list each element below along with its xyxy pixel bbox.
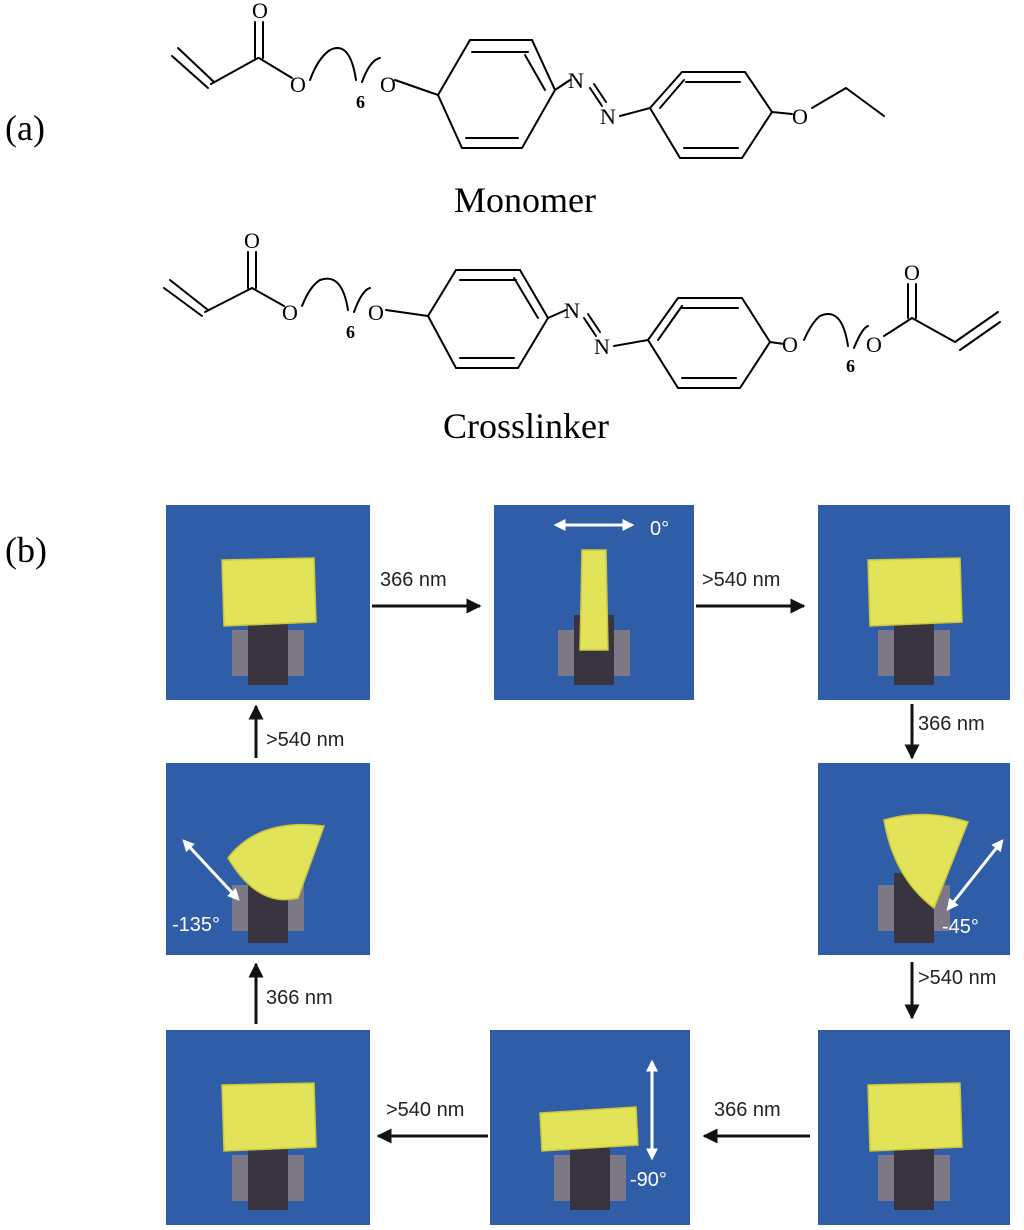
repeat-subscript: 6	[846, 356, 855, 376]
repeat-subscript: 6	[356, 92, 365, 112]
crosslinker-structure: O O 6 O N N O 6 O O	[163, 228, 1001, 389]
lce-film	[221, 1082, 317, 1152]
photo-p4: -45°	[818, 763, 1010, 955]
step-wavelength-label: 366 nm	[918, 713, 985, 735]
atom-label: O	[252, 0, 268, 23]
photo-p7	[166, 1030, 370, 1225]
lce-film	[867, 557, 963, 627]
step-s3: 366 nm	[904, 704, 985, 760]
monomer-name: Monomer	[454, 180, 596, 220]
panel-b-label: (b)	[5, 530, 47, 570]
atom-label: O	[290, 72, 306, 97]
atom-label: O	[368, 300, 384, 325]
step-wavelength-label: >540 nm	[702, 569, 780, 591]
sample-post	[894, 1140, 934, 1210]
sample-post	[570, 1140, 610, 1210]
photo-p1	[166, 505, 370, 700]
photo-grid: 0° -45° -90° -135°	[166, 505, 1010, 1225]
polarization-angle-label: 0°	[650, 518, 669, 540]
step-wavelength-label: >540 nm	[266, 729, 344, 751]
repeat-subscript: 6	[346, 322, 355, 342]
atom-label: N	[594, 334, 610, 359]
photo-p6: -90°	[490, 1030, 690, 1225]
step-wavelength-label: >540 nm	[386, 1099, 464, 1121]
lce-film	[883, 813, 969, 910]
photo-p3	[818, 505, 1010, 700]
sample-post	[894, 615, 934, 685]
polarization-angle-label: -45°	[942, 916, 979, 938]
atom-label: O	[792, 104, 808, 129]
crosslinker-name: Crosslinker	[443, 406, 609, 446]
photo-p5	[818, 1030, 1010, 1225]
step-wavelength-label: 366 nm	[380, 569, 447, 591]
atom-label: O	[904, 260, 920, 285]
atom-label: N	[564, 298, 580, 323]
lce-film	[579, 549, 609, 651]
sample-post	[248, 615, 288, 685]
step-wavelength-label: >540 nm	[918, 967, 996, 989]
step-arrows: 366 nm >540 nm 366 nm >540 nm 366 nm >540 nm 3…	[248, 569, 996, 1144]
atom-label: O	[244, 228, 260, 253]
polarization-arrow	[946, 839, 1004, 911]
photo-p8: -135°	[166, 763, 370, 955]
lce-film	[221, 557, 317, 627]
lce-film	[227, 823, 326, 901]
atom-label: O	[866, 332, 882, 357]
monomer-structure: O O 6 O N N O	[171, 0, 885, 159]
atom-label: O	[282, 300, 298, 325]
lce-film	[539, 1106, 639, 1152]
step-wavelength-label: 366 nm	[714, 1099, 781, 1121]
panel-a-label: (a)	[5, 108, 45, 148]
step-s5: 366 nm	[702, 1099, 810, 1144]
atom-label: N	[600, 104, 616, 129]
step-s6: >540 nm	[376, 1099, 488, 1144]
polarization-arrow	[182, 839, 240, 901]
atom-label: O	[782, 332, 798, 357]
sample-post	[248, 1140, 288, 1210]
atom-label: O	[380, 72, 396, 97]
atom-label: N	[568, 68, 584, 93]
polarization-angle-label: -135°	[172, 914, 220, 936]
step-s2: >540 nm	[696, 569, 806, 614]
step-s8: >540 nm	[248, 704, 344, 758]
step-s1: 366 nm	[372, 569, 482, 614]
photo-p2: 0°	[494, 505, 694, 700]
step-s7: 366 nm	[248, 962, 333, 1024]
step-s4: >540 nm	[904, 962, 996, 1020]
lce-film	[867, 1082, 963, 1152]
polarization-angle-label: -90°	[630, 1169, 667, 1191]
step-wavelength-label: 366 nm	[266, 987, 333, 1009]
